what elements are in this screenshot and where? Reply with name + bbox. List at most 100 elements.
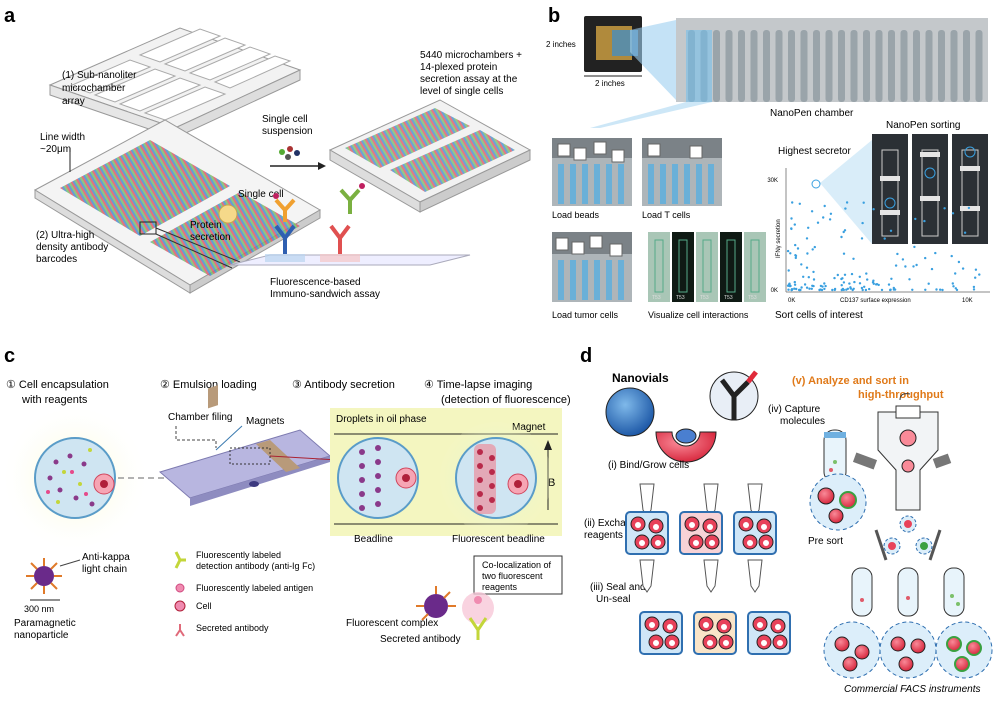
output-circles [823, 621, 993, 679]
vial-cell [703, 622, 709, 628]
viz-channel [726, 239, 736, 293]
scatter-point [890, 277, 893, 280]
label-paramag-1: Paramagnetic [14, 618, 76, 629]
scatter-point [828, 218, 832, 221]
scatter-point [851, 288, 854, 292]
vial-cell [707, 640, 713, 646]
scatter-point [852, 257, 855, 260]
label-microchamber-3: array [62, 96, 85, 107]
droplet-beadline [337, 437, 419, 519]
scatter-point [924, 288, 927, 291]
scatter-point [923, 219, 926, 223]
nanopen-slot [763, 30, 770, 102]
label-barcode-1: (2) Ultra-high [36, 230, 94, 241]
nanopen-slot [738, 30, 745, 102]
scatter-point [951, 212, 955, 215]
cell-dots [279, 146, 300, 160]
viz-tile [720, 232, 742, 302]
scatter-point [836, 273, 839, 277]
scatter-point [952, 285, 955, 288]
scatter-point [915, 263, 918, 267]
scatter-point [805, 286, 809, 289]
scatter-point [812, 284, 815, 288]
step-4-line1: ④ Time-lapse imaging [424, 379, 532, 391]
viz-tile-label: T53 [676, 295, 685, 301]
scatter-point [793, 287, 796, 290]
label-facs: Commercial FACS instruments [844, 684, 981, 695]
scatter-point [842, 230, 845, 234]
scatter-point [810, 287, 813, 290]
label-secreted-ab: Secreted antibody [380, 634, 461, 645]
scatter-point [842, 288, 845, 292]
scatter-point [807, 226, 810, 229]
legend-cell: Cell [196, 601, 212, 611]
label-analyze-1: (v) Analyze and sort in [792, 375, 909, 387]
vial-cell [649, 622, 655, 628]
label-suspension-2: suspension [262, 126, 313, 137]
scatter-point [833, 276, 836, 280]
label-fluor-2: Immuno-sandwich assay [270, 289, 380, 300]
scatter-point [939, 288, 942, 291]
scatter-point [794, 243, 797, 247]
label-secretion: secretion [190, 232, 231, 243]
label-chamber-filing: Chamber filing [168, 412, 232, 423]
legend-detection-2: detection antibody (anti-Ig Fc) [196, 561, 315, 571]
panel-d-letter: d [580, 345, 592, 367]
scatter-point [880, 288, 884, 292]
viz-tile-label: T53 [724, 295, 733, 301]
scatter-point [789, 252, 792, 255]
scatter-point [798, 202, 801, 205]
label-magnets: Magnets [246, 416, 284, 427]
scatter-point [913, 245, 916, 249]
nanopen-slot [850, 30, 858, 102]
label-protein: Protein [190, 220, 222, 231]
well-plates [625, 483, 791, 655]
scatter-point [787, 288, 790, 291]
label-complex: Fluorescent complex [346, 618, 438, 629]
scatter-point [908, 278, 911, 281]
scatter-point [829, 212, 833, 215]
panel-d: d Nanovials (i) Bind/Grow cells (ii) Exc… [580, 345, 993, 695]
scatter-point [823, 204, 826, 208]
nanopen-slot [713, 30, 720, 102]
scatter-point [808, 287, 811, 290]
scatter-point [823, 282, 826, 285]
vial-cell [693, 540, 699, 546]
label-fluor-beadline: Fluorescent beadline [452, 534, 545, 545]
scatter-point [794, 254, 798, 258]
scatter-point [901, 258, 905, 261]
immuno-sandwich [229, 183, 471, 266]
vial-cell [653, 524, 659, 530]
label-load-beads: Load beads [552, 210, 600, 220]
scatter-point [819, 288, 822, 291]
scatter-point [794, 256, 797, 260]
label-result-3: secretion assay at the [420, 74, 518, 85]
scatter-point [796, 247, 800, 250]
panel-a-letter: a [4, 5, 16, 27]
label-barcode-3: barcodes [36, 254, 77, 265]
label-result-1: 5440 microchambers + [420, 50, 522, 61]
scatter-point [811, 248, 814, 251]
scatter-point [927, 282, 930, 285]
label-capture-1: (iv) Capture [768, 404, 821, 415]
label-sort-cells: Sort cells of interest [775, 310, 863, 321]
scatter-point [943, 207, 946, 210]
vial-cell [761, 640, 767, 646]
viz-tile [696, 232, 718, 302]
scatter-point [807, 276, 810, 279]
viz-channel [654, 239, 664, 293]
scatter-point [935, 288, 938, 291]
scatter-point [877, 283, 880, 287]
scatter-point [872, 279, 875, 282]
legend-secreted: Secreted antibody [196, 623, 269, 633]
y-tick-bottom: 0K [771, 288, 778, 294]
scatter-point [842, 281, 846, 284]
scatter-point [912, 265, 915, 268]
scatter-point [974, 268, 978, 271]
label-microchamber-2: microchamber [62, 83, 126, 94]
legend [174, 551, 186, 637]
scatter-point [845, 201, 849, 204]
complex-particle-icon [424, 594, 448, 618]
scatter-point [840, 288, 844, 292]
